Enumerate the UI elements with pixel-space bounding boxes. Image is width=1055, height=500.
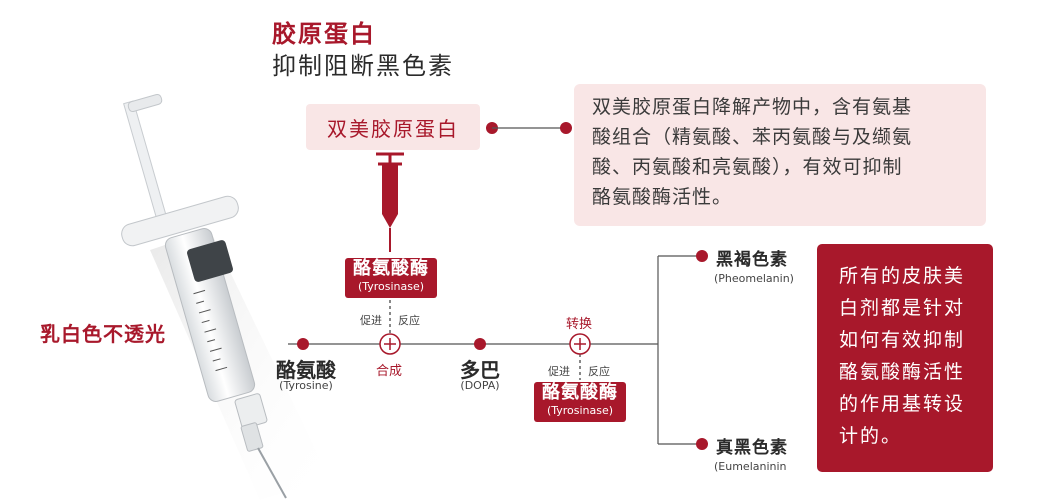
info-box: 双美胶原蛋白降解产物中，含有氨基 酸组合（精氨酸、苯丙氨酸与及缬氨 酸、丙氨酸和… — [574, 84, 986, 226]
plus-circle-icon — [569, 333, 591, 355]
react-label: 反应 — [398, 314, 420, 327]
side-line: 如何有效抑制 — [839, 329, 966, 351]
syringe-caption: 乳白色不透光 — [40, 322, 166, 346]
side-line: 白剂都是针对 — [839, 297, 966, 319]
enzyme-name-en: (Tyrosinase) — [357, 280, 425, 293]
info-line: 酸组合（精氨酸、苯丙氨酸与及缬氨 — [592, 126, 913, 148]
pheomelanin-label: 黑褐色素 — [716, 250, 788, 270]
connector-collagen-info — [486, 122, 572, 134]
branch-lines — [657, 250, 708, 450]
page-title: 胶原蛋白 — [272, 20, 376, 48]
dashed-connectors — [389, 300, 581, 380]
info-line: 双美胶原蛋白降解产物中，含有氨基 — [592, 96, 913, 118]
enzyme-name: 酪氨酸酶 — [542, 382, 618, 403]
side-line: 计的。 — [839, 425, 903, 447]
side-line: 的作用基转设 — [839, 393, 966, 415]
enzyme-name-en: (Tyrosinase) — [546, 404, 614, 417]
enzyme-name: 酪氨酸酶 — [353, 258, 429, 279]
dopa-sub: (DOPA) — [460, 379, 500, 392]
pheomelanin-sub: (Pheomelanin) — [714, 272, 794, 285]
enzyme-box-top: 酪氨酸酶 (Tyrosinase) — [345, 258, 437, 298]
info-line: 酪氨酸酶活性。 — [592, 186, 733, 208]
syringe-icon — [121, 93, 287, 499]
side-line: 酪氨酸酶活性 — [839, 361, 966, 383]
tyrosine-label: 酪氨酸 — [276, 358, 336, 382]
conversion-label: 转换 — [566, 317, 593, 332]
react-label: 反应 — [588, 365, 610, 378]
collagen-box: 双美胶原蛋白 — [306, 104, 480, 150]
dopa-label: 多巴 — [460, 358, 500, 382]
pathway-line — [288, 338, 658, 350]
plus-circle-icon — [379, 333, 401, 355]
info-line: 酸、丙氨酸和亮氨酸），有效可抑制 — [592, 156, 903, 178]
synthesis-label: 合成 — [376, 364, 403, 379]
eumelanin-sub: (Eumelaninin — [714, 460, 787, 473]
promote-label: 促进 — [360, 314, 382, 327]
page-subtitle: 抑制阻断黑色素 — [272, 52, 454, 80]
side-info-box: 所有的皮肤美 白剂都是针对 如何有效抑制 酪氨酸酶活性 的作用基转设 计的。 — [817, 244, 993, 472]
side-line: 所有的皮肤美 — [839, 265, 966, 287]
promote-label: 促进 — [548, 365, 570, 378]
enzyme-box-bottom: 酪氨酸酶 (Tyrosinase) — [534, 382, 626, 422]
tyrosine-sub: (Tyrosine) — [279, 379, 333, 392]
eumelanin-label: 真黑色素 — [716, 438, 788, 458]
small-syringe-icon — [376, 152, 404, 252]
